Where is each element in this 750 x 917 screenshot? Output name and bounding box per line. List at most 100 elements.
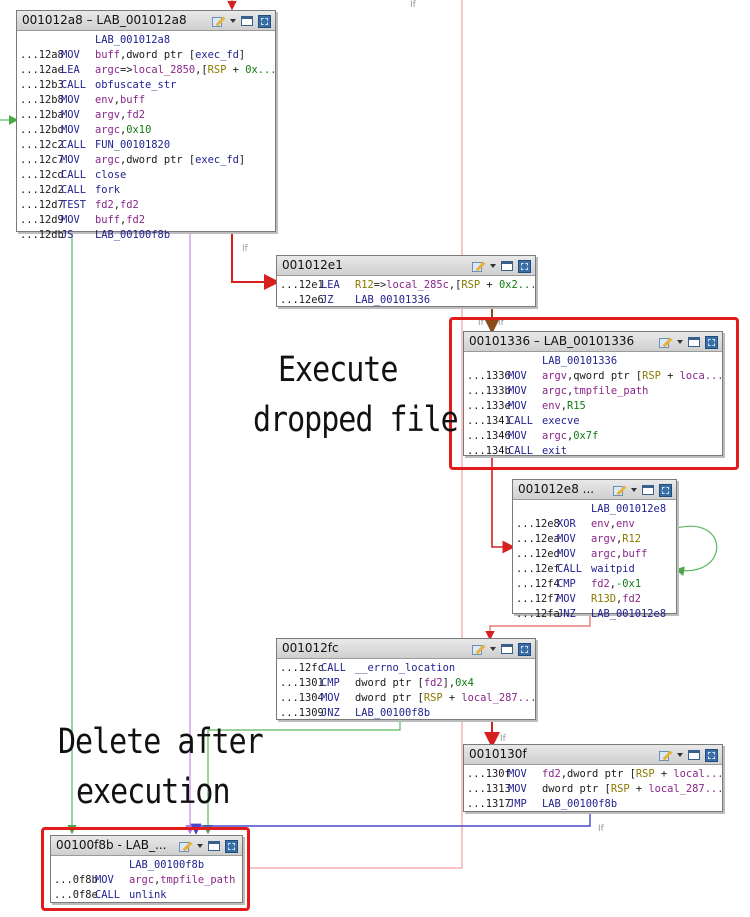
window-icon[interactable] [642,485,654,495]
window-icon[interactable] [501,644,513,654]
edge-red-12e8 [491,458,516,554]
instruction-address: ...1313 [467,783,511,795]
dropdown-caret-icon[interactable] [230,19,236,23]
block-header[interactable]: 001012fc [277,639,535,659]
block-toolbar [658,747,718,763]
block-header[interactable]: 001012e1 [277,256,535,276]
edit-icon[interactable] [211,15,225,28]
operand-token: + [660,370,680,382]
edit-icon[interactable] [658,749,672,762]
operand-token: tmpfile_path [160,874,236,886]
maximize-icon[interactable] [258,14,271,28]
edit-icon[interactable] [178,840,192,853]
window-icon[interactable] [501,261,513,271]
operand-token: , [616,593,623,605]
operand-token: RSP [610,783,630,795]
code-label-line[interactable]: LAB_00101336 [464,354,722,369]
edge-blue-130f [190,813,591,835]
maximize-icon[interactable] [518,259,531,273]
block-header[interactable]: 001012a8 – LAB_001012a8 [17,11,275,31]
code-label-line[interactable]: LAB_00100f8b [51,858,242,873]
edit-icon[interactable] [658,336,672,349]
window-icon[interactable] [241,16,253,26]
edit-icon[interactable] [612,484,626,497]
window-icon[interactable] [688,750,700,760]
instruction-address: ...12d9 [20,214,64,226]
code-label-line[interactable]: LAB_001012a8 [17,33,275,48]
dropdown-caret-icon[interactable] [677,340,683,344]
dropdown-caret-icon[interactable] [490,647,496,651]
edit-icon[interactable] [471,643,485,656]
maximize-icon[interactable] [518,642,531,656]
instruction-mnemonic: CALL [321,662,347,674]
operand-token: , [113,199,121,211]
edit-icon[interactable] [471,260,485,273]
dropdown-caret-icon[interactable] [490,264,496,268]
maximize-icon[interactable] [705,748,718,762]
operand-token: dword ptr [ [542,783,611,795]
operand-token: + [480,279,499,291]
maximize-icon[interactable] [705,335,718,349]
block-header[interactable]: 001012e8 ... [513,480,676,500]
block-header[interactable]: 00100f8b - LAB_... [51,836,242,856]
block-header[interactable]: 00101336 – LAB_00101336 [464,332,722,352]
instruction-mnemonic: JNZ [321,707,340,719]
window-icon[interactable] [208,841,220,851]
instruction-address: ...1309 [280,707,324,719]
dropdown-caret-icon[interactable] [631,488,637,492]
code-label-line[interactable]: LAB_001012e8 [513,502,676,517]
block-header[interactable]: 0010130f [464,745,722,765]
operand-token: 0x4 [455,677,474,689]
dropdown-caret-icon[interactable] [677,753,683,757]
dropdown-caret-icon[interactable] [197,844,203,848]
maximize-icon[interactable] [659,483,672,497]
operand-token: ,[ [448,279,462,291]
window-icon[interactable] [688,337,700,347]
maximize-icon[interactable] [225,839,238,853]
